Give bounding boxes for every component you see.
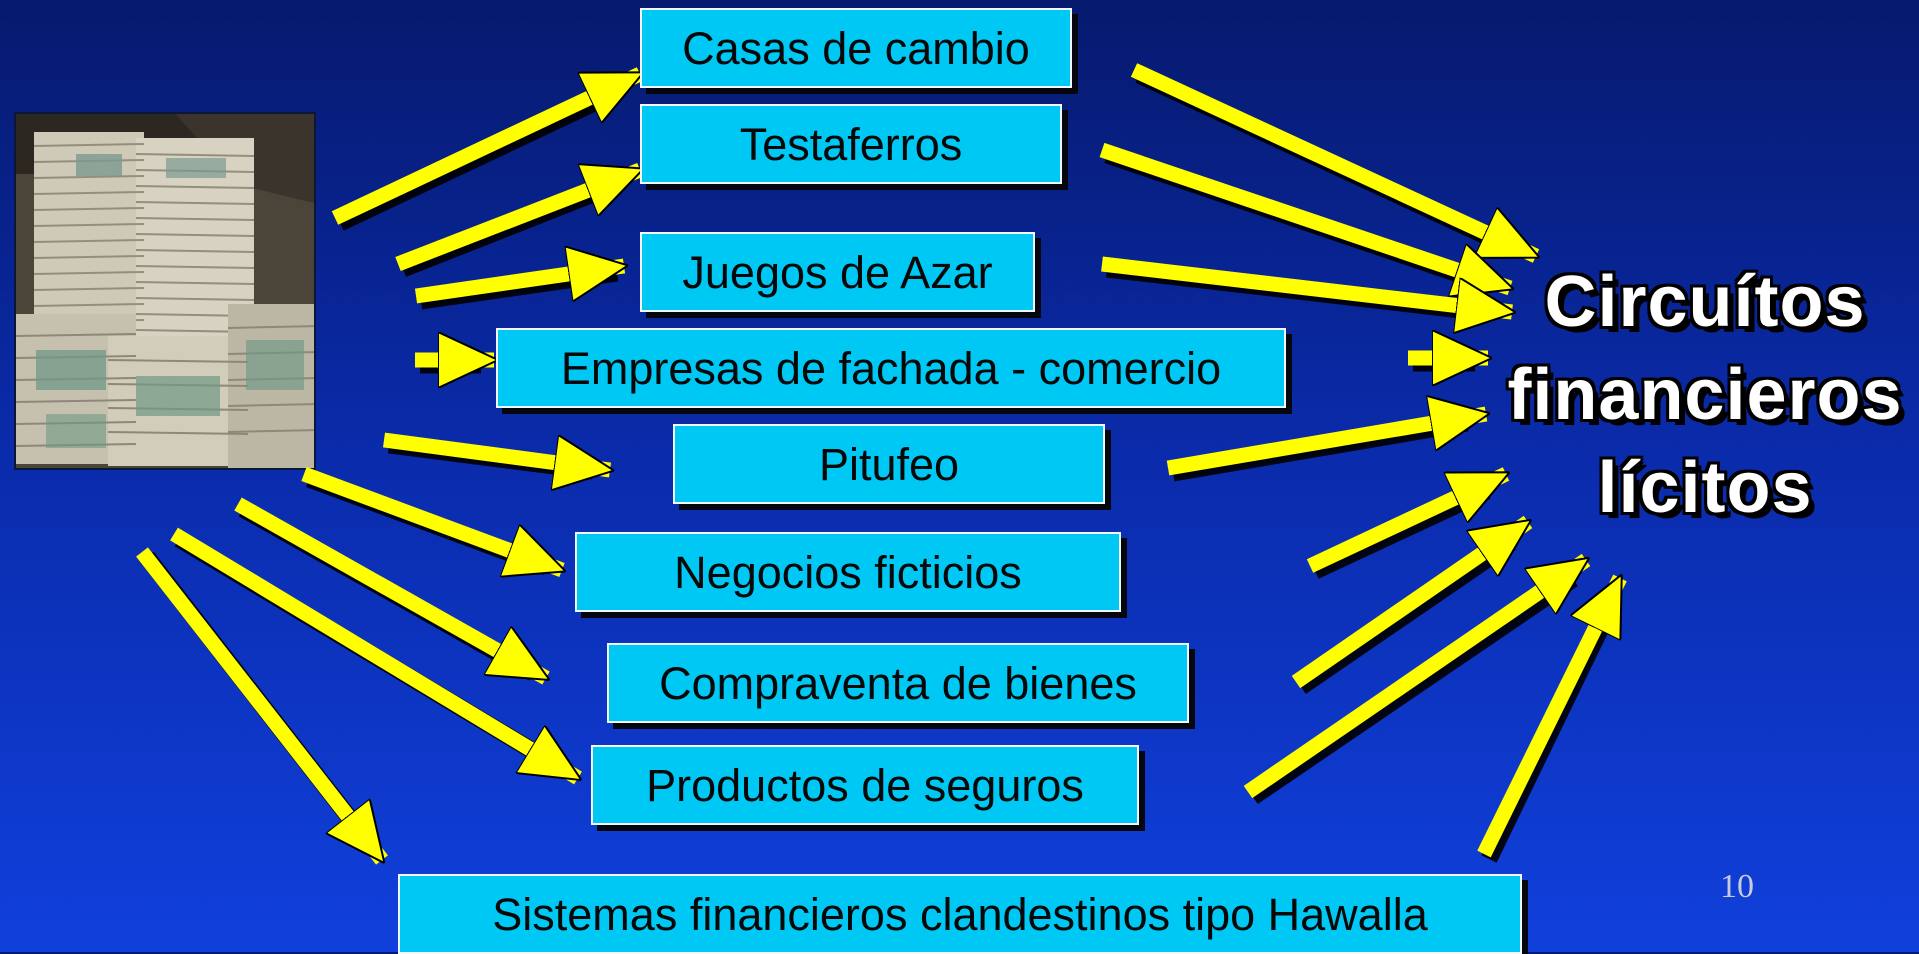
- arrow-to-casas-de-cambio: [331, 67, 640, 225]
- channel-box-productos-de-seguros: Productos de seguros: [591, 745, 1139, 825]
- arrow-pitufeo-to-target: [1166, 414, 1486, 476]
- arrow-to-juegos-de-azar: [414, 266, 624, 304]
- channel-box-testaferros: Testaferros: [640, 104, 1062, 184]
- money-stacks-image: [14, 112, 316, 470]
- arrow-to-testaferros: [395, 163, 640, 271]
- arrow-to-productos-de-seguros: [170, 527, 578, 785]
- target-label-line-3: lícitos: [1597, 448, 1813, 528]
- arrow-to-compraventa: [234, 497, 546, 685]
- arrow-group: [136, 63, 1627, 860]
- channel-box-pitufeo: Pitufeo: [673, 424, 1105, 504]
- money-stacks-icon: [16, 114, 314, 468]
- arrow-negocios-to-target: [1306, 467, 1506, 573]
- channel-box-casas-de-cambio: Casas de cambio: [640, 8, 1072, 88]
- channel-box-juegos-de-azar: Juegos de Azar: [640, 232, 1035, 312]
- channel-box-empresas-de-fachada: Empresas de fachada - comercio: [496, 328, 1286, 408]
- arrow-casas-to-target: [1130, 63, 1536, 263]
- channel-box-negocios-ficticios: Negocios ficticios: [575, 532, 1121, 612]
- arrow-juegos-to-target: [1101, 256, 1512, 312]
- arrow-hawalla-to-target: [1477, 578, 1627, 858]
- target-label-line-2: financieros: [1507, 355, 1903, 435]
- arrow-compraventa-to-target: [1291, 515, 1528, 689]
- target-label: Circuítos financieros lícitos: [1495, 256, 1915, 535]
- page-number: 10: [1720, 868, 1754, 905]
- channel-box-sistemas-hawalla: Sistemas financieros clandestinos tipo H…: [398, 874, 1522, 954]
- target-label-line-1: Circuítos: [1544, 262, 1866, 342]
- arrow-to-negocios-ficticios: [301, 466, 562, 570]
- arrow-to-sistemas-hawalla: [136, 547, 388, 860]
- arrow-to-pitufeo: [383, 432, 610, 470]
- arrow-testaferros-to-target: [1099, 142, 1510, 288]
- channel-box-compraventa-de-bienes: Compraventa de bienes: [607, 643, 1189, 723]
- arrow-productos-to-target: [1243, 553, 1586, 799]
